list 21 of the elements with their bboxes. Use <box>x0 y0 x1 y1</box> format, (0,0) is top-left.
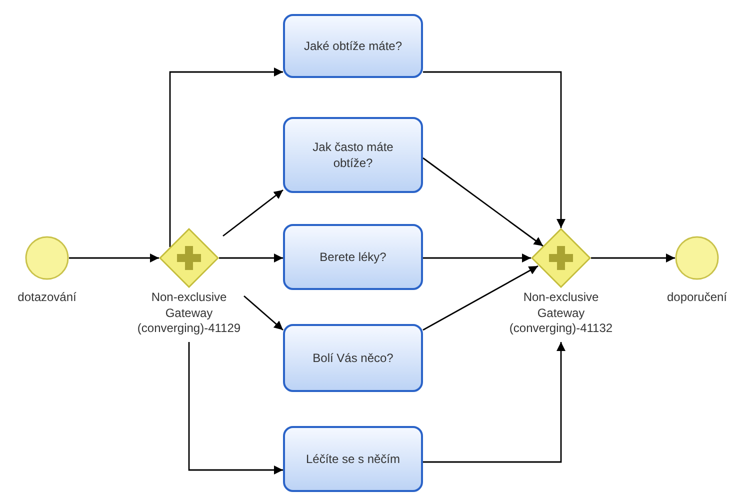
event-label: doporučení <box>666 290 728 306</box>
sequence-arrow <box>219 254 283 262</box>
task-box: Berete léky? <box>283 224 423 290</box>
sequence-arrow <box>591 254 675 262</box>
sequence-arrow <box>69 254 159 262</box>
sequence-arrow <box>423 342 566 463</box>
sequence-arrow <box>169 68 283 247</box>
event-label: dotazování <box>16 290 78 306</box>
sequence-arrow <box>244 295 284 331</box>
task-box: Jaké obtíže máte? <box>283 14 423 78</box>
sequence-arrow <box>423 71 566 228</box>
sequence-arrow <box>188 342 283 474</box>
sequence-arrow <box>422 157 544 247</box>
gateway-label: Non-exclusive Gateway (converging)-41132 <box>508 290 614 337</box>
sequence-arrow <box>423 254 531 262</box>
task-box: Léčíte se s něčím <box>283 426 423 492</box>
sequence-arrow <box>222 189 284 237</box>
task-box: Bolí Vás něco? <box>283 324 423 392</box>
sequence-arrow <box>422 265 538 331</box>
task-box: Jak často máte obtíže? <box>283 117 423 193</box>
gateway-label: Non-exclusive Gateway (converging)-41129 <box>136 290 242 337</box>
